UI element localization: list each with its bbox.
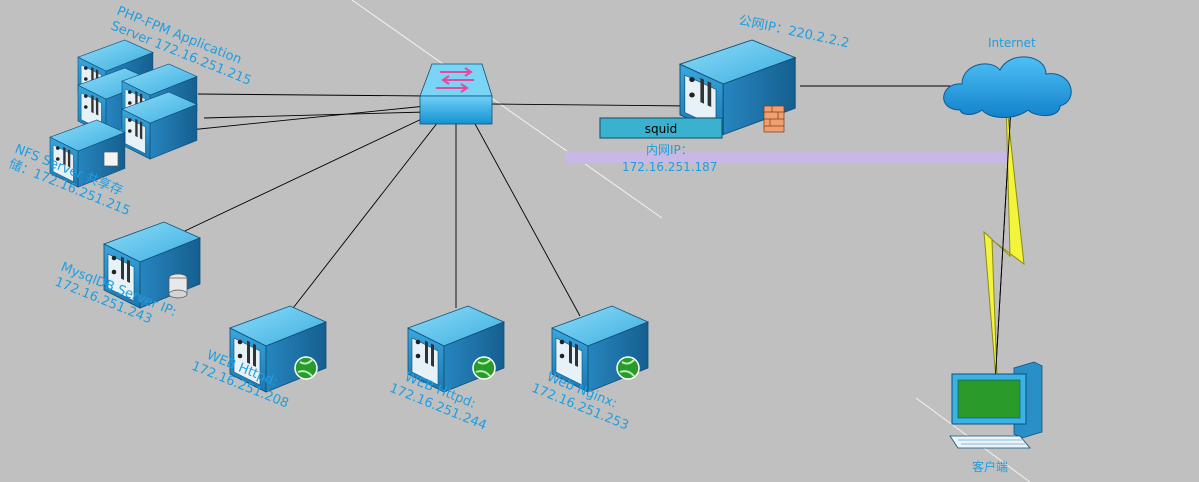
link-php (197, 93, 427, 97)
internet-cloud-icon[interactable] (943, 56, 1072, 118)
internet-label: Internet (988, 36, 1036, 50)
web2-server-icon[interactable] (407, 305, 505, 393)
lan-band (566, 151, 1012, 164)
link-mysql (169, 115, 429, 239)
squid-badge-label: squid (645, 122, 677, 136)
link-squid (489, 103, 691, 107)
web3-server-icon[interactable] (551, 305, 649, 393)
nfs-storage-server-icon[interactable] (49, 119, 126, 188)
client-label: 客户端 (972, 459, 1008, 474)
squid-private-ip: 172.16.251.187 (622, 160, 717, 174)
client-workstation-icon[interactable] (949, 361, 1043, 449)
zone-divider (351, 0, 663, 219)
squid-badge[interactable] (599, 117, 723, 139)
web1-server-icon[interactable] (229, 305, 327, 393)
link-web1 (289, 121, 439, 313)
squid-private-ip-title: 内网IP： (646, 143, 693, 157)
squid-firewall-server-icon[interactable] (679, 39, 796, 136)
link-php-2 (203, 111, 427, 119)
switch-icon[interactable] (419, 63, 493, 125)
mysql-database-server-icon[interactable] (103, 221, 201, 309)
link-web3 (473, 121, 581, 317)
wireless-bolt-icon (983, 97, 1025, 405)
